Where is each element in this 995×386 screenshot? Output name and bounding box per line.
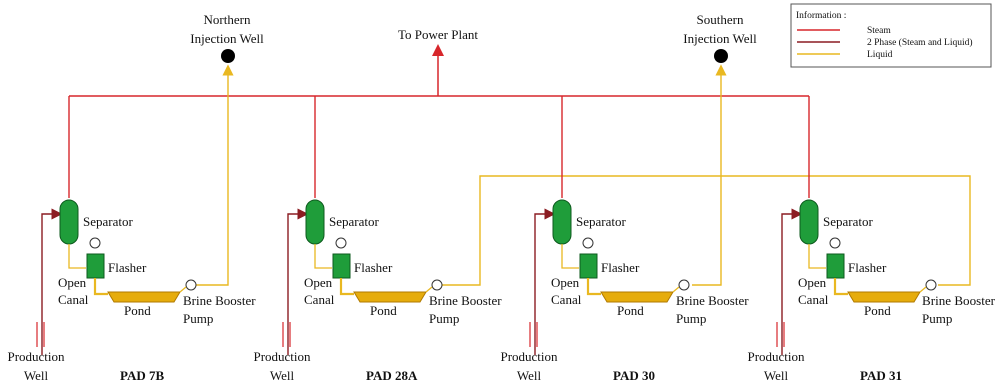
flasher-valve-icon (335, 237, 347, 249)
open-canal-label-2: Canal (58, 292, 89, 307)
open-canal-line (93, 278, 108, 296)
flasher-valve-icon (582, 237, 594, 249)
flasher-vessel (86, 253, 105, 279)
flasher-valve-icon (829, 237, 841, 249)
brine-booster-pump-icon (678, 279, 690, 291)
brine-booster-pump-icon (431, 279, 443, 291)
pond-shape (847, 291, 921, 303)
open-canal-label-1: Open (304, 275, 333, 290)
pump-label-2: Pump (676, 311, 706, 326)
pond-label: Pond (617, 303, 644, 318)
separator-label: Separator (823, 214, 873, 229)
pond-to-pump-line (179, 286, 187, 293)
flasher-valve-icon (89, 237, 101, 249)
pad-7b-group: Separator Flasher Open Canal Pond Brine … (7, 96, 256, 383)
pump-label-1: Brine Booster (922, 293, 995, 308)
pump-label-2: Pump (922, 311, 952, 326)
pad-name-label: PAD 7B (120, 368, 165, 383)
open-canal-label-1: Open (551, 275, 580, 290)
legend-box: Information : Steam 2 Phase (Steam and L… (790, 3, 992, 68)
pump-label-1: Brine Booster (183, 293, 256, 308)
flasher-vessel (579, 253, 598, 279)
two-phase-line (781, 208, 803, 355)
pond-label: Pond (864, 303, 891, 318)
pond-shape (107, 291, 181, 303)
separator-vessel (799, 199, 819, 245)
production-well-label-1: Production (253, 349, 311, 364)
southern-injection-well-icon (714, 49, 728, 63)
open-canal-line (586, 278, 601, 296)
open-canal-line (833, 278, 848, 296)
open-canal-label-1: Open (798, 275, 827, 290)
separator-vessel (59, 199, 79, 245)
flasher-vessel (332, 253, 351, 279)
production-well-label-1: Production (747, 349, 805, 364)
legend-label-two-phase: 2 Phase (Steam and Liquid) (867, 37, 973, 48)
legend-label-liquid: Liquid (867, 50, 893, 60)
liquid-separator-to-flasher (808, 244, 826, 269)
pump-label-1: Brine Booster (429, 293, 502, 308)
open-canal-label-2: Canal (304, 292, 335, 307)
pump-label-2: Pump (183, 311, 213, 326)
brine-booster-pump-icon (185, 279, 197, 291)
pond-to-pump-line (672, 286, 680, 293)
two-phase-line (534, 208, 556, 355)
pond-to-pump-line (425, 286, 433, 293)
open-canal-label-1: Open (58, 275, 87, 290)
flasher-label: Flasher (601, 260, 640, 275)
production-well-label-1: Production (500, 349, 558, 364)
liquid-separator-to-flasher (561, 244, 579, 269)
flasher-vessel (826, 253, 845, 279)
northern-injection-well-icon (221, 49, 235, 63)
pad-name-label: PAD 30 (613, 368, 655, 383)
separator-label: Separator (83, 214, 133, 229)
production-well-label-2: Well (24, 368, 49, 383)
liquid-separator-to-flasher (314, 244, 332, 269)
brine-booster-pump-icon (925, 279, 937, 291)
liquid-loop-line (442, 175, 971, 286)
separator-vessel (552, 199, 572, 245)
production-well-label-2: Well (517, 368, 542, 383)
production-well-label-1: Production (7, 349, 65, 364)
liquid-separator-to-flasher (68, 244, 86, 269)
separator-label: Separator (576, 214, 626, 229)
pad-name-label: PAD 28A (366, 368, 418, 383)
pad-name-label: PAD 31 (860, 368, 902, 383)
pad-30-group: Separator Flasher Open Canal Pond Brine … (500, 96, 749, 383)
southern-well-label-2: Injection Well (683, 31, 757, 46)
pump-label-1: Brine Booster (676, 293, 749, 308)
pad-31-group: Separator Flasher Open Canal Pond Brine … (747, 96, 995, 383)
separator-vessel (305, 199, 325, 245)
northern-well-label-2: Injection Well (190, 31, 264, 46)
two-phase-line (287, 208, 309, 355)
legend-label-steam: Steam (867, 26, 891, 36)
flasher-label: Flasher (354, 260, 393, 275)
production-well-label-2: Well (270, 368, 295, 383)
liquid-line-pad30-to-south (692, 64, 727, 286)
pond-label: Pond (124, 303, 151, 318)
flasher-label: Flasher (848, 260, 887, 275)
power-plant-label: To Power Plant (398, 27, 478, 42)
pump-label-2: Pump (429, 311, 459, 326)
southern-well-label-1: Southern (697, 12, 744, 27)
open-canal-label-2: Canal (798, 292, 829, 307)
pond-shape (353, 291, 427, 303)
separator-label: Separator (329, 214, 379, 229)
flasher-label: Flasher (108, 260, 147, 275)
open-canal-line (339, 278, 354, 296)
legend-frame (790, 3, 992, 68)
liquid-line-pad7b-to-north (196, 64, 234, 286)
northern-well-label-1: Northern (204, 12, 251, 27)
two-phase-line (41, 208, 63, 355)
legend-title: Information : (796, 10, 846, 21)
open-canal-label-2: Canal (551, 292, 582, 307)
pond-label: Pond (370, 303, 397, 318)
pad-28a-group: Separator Flasher Open Canal Pond Brine … (253, 96, 502, 383)
pond-to-pump-line (919, 286, 927, 293)
pond-shape (600, 291, 674, 303)
production-well-label-2: Well (764, 368, 789, 383)
